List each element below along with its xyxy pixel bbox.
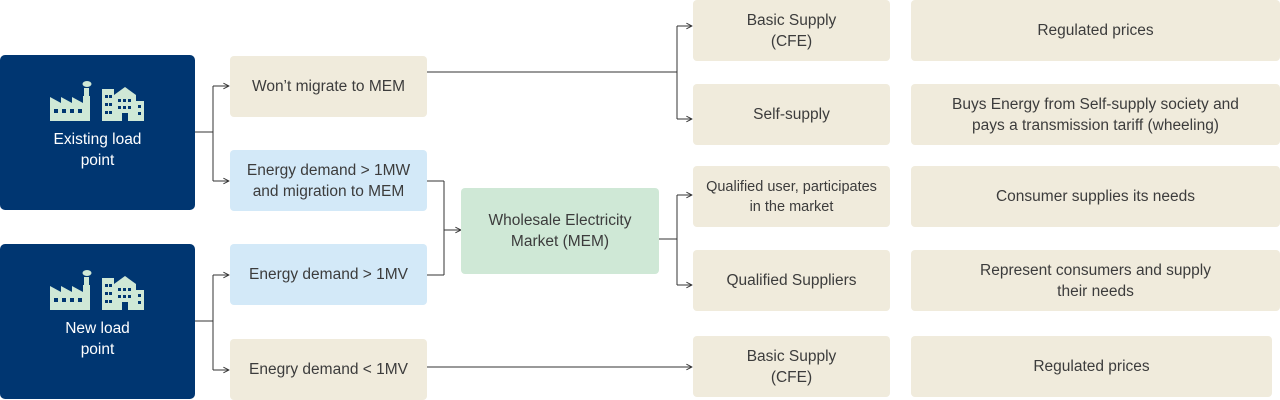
new-load-point-label-2: point: [80, 341, 115, 358]
wholesale-electricity-market: Wholesale Electricity Market (MEM): [461, 188, 659, 274]
option-basic-supply-top: Basic Supply (CFE): [693, 0, 890, 61]
new-load-point-label-1: New load: [65, 320, 130, 337]
outcome-self-supply-buys-label-2: pays a transmission tariff (wheeling): [972, 116, 1219, 134]
existing-load-point: Existing load point: [0, 55, 195, 210]
condition-demand-lt-1mv-label: Enegry demand < 1MV: [249, 361, 408, 378]
condition-demand-gt-1mv-label: Energy demand > 1MV: [249, 266, 408, 283]
factory-buildings-icon: [49, 81, 144, 121]
option-qualified-user-label-1: Qualified user, participates: [706, 178, 877, 195]
option-basic-supply-top-label-1: Basic Supply: [746, 11, 837, 29]
option-qualified-suppliers: Qualified Suppliers: [693, 250, 890, 311]
outcome-represent-label-2: their needs: [1057, 282, 1134, 300]
factory-buildings-icon: [49, 270, 144, 310]
condition-demand-lt-1mv: Enegry demand < 1MV: [230, 339, 427, 400]
outcome-consumer-supplies-label: Consumer supplies its needs: [995, 188, 1196, 205]
existing-load-point-label-2: point: [80, 152, 115, 169]
condition-wont-migrate-label: Won’t migrate to MEM: [251, 78, 406, 95]
condition-demand-gt-1mw-label-2: and migration to MEM: [252, 182, 405, 200]
outcome-regulated-top: Regulated prices: [911, 0, 1280, 61]
outcome-regulated-bottom-label: Regulated prices: [1033, 358, 1150, 375]
outcome-consumer-supplies: Consumer supplies its needs: [911, 166, 1280, 227]
connector-existing: [195, 85, 229, 182]
option-qualified-user: Qualified user, participates in the mark…: [693, 166, 890, 227]
condition-demand-gt-1mw-label-1: Energy demand > 1MW: [246, 161, 411, 179]
option-basic-supply-top-label-2: (CFE): [770, 32, 813, 50]
condition-wont-migrate: Won’t migrate to MEM: [230, 56, 427, 117]
outcome-self-supply-buys: Buys Energy from Self-supply society and…: [911, 84, 1280, 145]
condition-demand-gt-1mw: Energy demand > 1MW and migration to MEM: [230, 150, 427, 211]
option-self-supply: Self-supply: [693, 84, 890, 145]
market-label-2: Market (MEM): [510, 233, 610, 250]
connector-mem: [659, 195, 678, 285]
option-basic-supply-bottom-label-2: (CFE): [770, 368, 813, 386]
condition-demand-gt-1mv: Energy demand > 1MV: [230, 244, 427, 305]
outcome-self-supply-buys-label-1: Buys Energy from Self-supply society and: [952, 95, 1239, 113]
outcome-represent: Represent consumers and supply their nee…: [911, 250, 1280, 311]
outcome-represent-label-1: Represent consumers and supply: [980, 261, 1211, 279]
market-label-1: Wholesale Electricity: [488, 212, 632, 229]
outcome-regulated-bottom: Regulated prices: [911, 336, 1272, 397]
existing-load-point-label-1: Existing load: [53, 131, 142, 148]
outcome-regulated-top-label: Regulated prices: [1037, 22, 1154, 39]
connector-to-mem: [427, 180, 445, 276]
option-basic-supply-bottom-label-1: Basic Supply: [746, 347, 837, 365]
option-qualified-suppliers-label: Qualified Suppliers: [726, 272, 857, 289]
connector-new: [195, 274, 229, 371]
connector-wont-migrate: [427, 26, 678, 119]
new-load-point: New load point: [0, 244, 195, 399]
option-basic-supply-bottom: Basic Supply (CFE): [693, 336, 890, 397]
option-qualified-user-label-2: in the market: [749, 198, 834, 215]
option-self-supply-label: Self-supply: [753, 106, 830, 123]
